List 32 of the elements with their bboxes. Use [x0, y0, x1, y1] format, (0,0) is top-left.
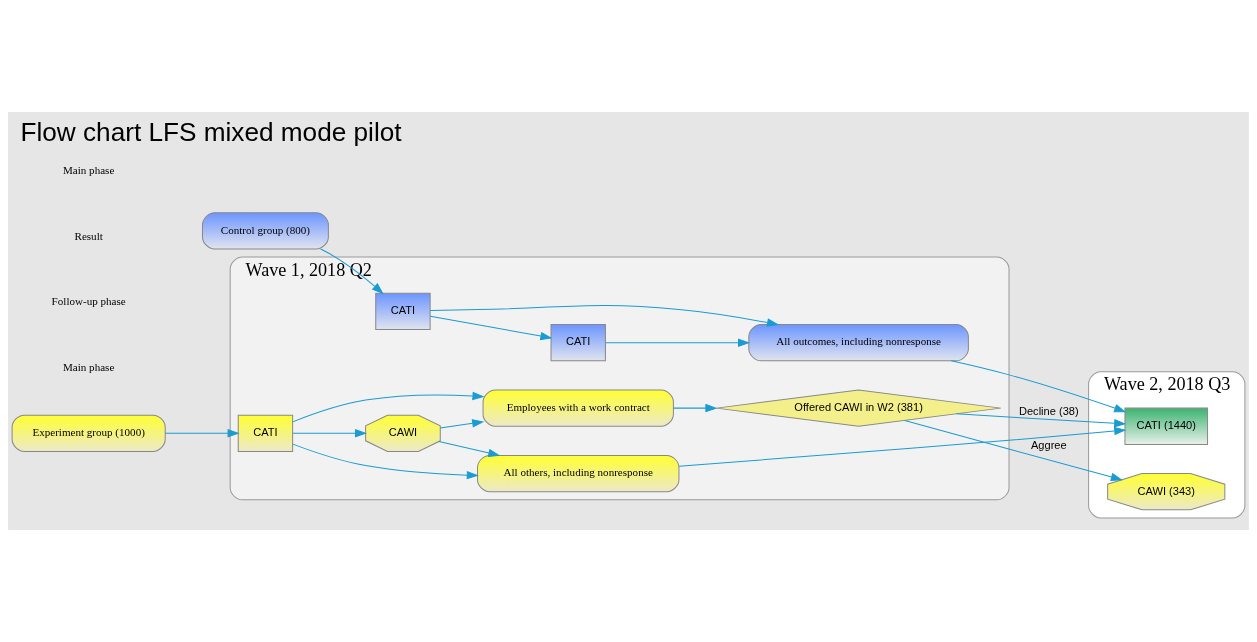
arrow	[438, 440, 501, 458]
arrow	[292, 443, 479, 480]
node-box: CATI	[375, 292, 431, 331]
diagram-title: Flow chart LFS mixed mode pilot	[20, 117, 402, 148]
node-box: CATI	[550, 324, 606, 362]
node-box: Control group (800)	[201, 212, 329, 250]
arrow	[605, 338, 751, 347]
arrow	[292, 391, 485, 423]
node-box: Employees with a work contract	[482, 389, 674, 427]
edge-label: Decline (38)	[1019, 404, 1079, 417]
label: Main phase	[63, 164, 115, 177]
arrow	[429, 315, 553, 341]
node-box: Experiment group (1000)	[11, 414, 166, 452]
node-box: CATI (1440)	[1124, 407, 1209, 445]
node-box: All outcomes, including nonresponse	[748, 324, 969, 362]
arrow	[955, 413, 1127, 428]
arrow	[904, 419, 1123, 482]
arrow	[164, 429, 240, 438]
arrow	[429, 305, 780, 327]
label: Main phase	[63, 360, 115, 373]
arrow	[672, 403, 718, 413]
edge-label: Aggree	[1030, 439, 1067, 452]
arrow	[320, 248, 384, 295]
label: Follow-up phase	[51, 295, 126, 308]
node-box: All others, including nonresponse	[477, 454, 680, 493]
arrow	[292, 429, 368, 438]
arrow	[439, 419, 485, 429]
arrow	[950, 360, 1127, 413]
arrow	[678, 426, 1127, 467]
node-box: CATI	[237, 414, 294, 452]
node-diamond: Offered CAWI in W2 (381)	[715, 389, 1002, 427]
label: Result	[74, 229, 103, 242]
